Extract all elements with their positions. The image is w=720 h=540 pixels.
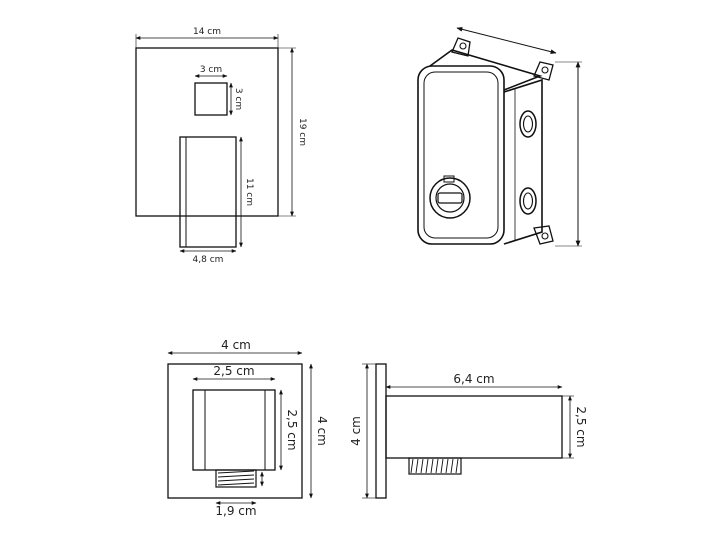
- side-thread: [408, 457, 462, 475]
- faceplate-drawing: 14 cm 19 cm 3 cm 3 cm 11 cm 4,8 cm: [135, 27, 307, 265]
- mount-ear-top-right: [533, 61, 554, 81]
- outlet-plate: [167, 363, 303, 499]
- valve-side-face: [503, 78, 543, 245]
- outlet-side-drawing: 4 cm 6,4 cm 2,5 cm: [349, 363, 588, 499]
- valve-front-face: [417, 65, 505, 245]
- label-side-depth: 2,5 cm: [574, 406, 588, 447]
- port-upper: [519, 110, 537, 138]
- label-thread-width: 1,9 cm: [215, 504, 256, 518]
- label-side-plate-height: 4 cm: [349, 416, 363, 446]
- side-body: [385, 395, 563, 459]
- faceplate-outline: [135, 47, 279, 217]
- valve-front-inner: [423, 71, 499, 239]
- mount-ear-top-left: [451, 37, 471, 57]
- faceplate-spout: [179, 136, 237, 248]
- port-lower: [519, 187, 537, 215]
- faceplate-knob: [194, 82, 228, 116]
- valve-cartridge: [429, 177, 471, 219]
- label-faceplate-width: 14 cm: [193, 27, 221, 37]
- outlet-front-drawing: 4 cm 2,5 cm 2,5 cm 4 cm 1,9 cm: [167, 338, 329, 518]
- label-outlet-body-width: 2,5 cm: [213, 364, 254, 378]
- side-plate: [375, 363, 387, 499]
- label-outlet-body-height: 2,5 cm: [285, 409, 299, 450]
- cartridge-stem: [437, 192, 463, 204]
- label-spout-width: 4,8 cm: [193, 255, 224, 265]
- label-knob-height: 3 cm: [233, 88, 243, 110]
- label-faceplate-height: 19 cm: [297, 118, 307, 146]
- label-spout-height: 11 cm: [244, 178, 254, 206]
- outlet-thread: [215, 469, 257, 488]
- valve-top-face: [429, 49, 543, 91]
- label-side-length: 6,4 cm: [453, 372, 494, 386]
- valve-body-drawing: [417, 26, 582, 247]
- label-outlet-plate-width: 4 cm: [221, 338, 251, 352]
- dim-valve-top: [456, 26, 557, 55]
- label-outlet-plate-height: 4 cm: [315, 416, 329, 446]
- mount-ear-bottom-right: [533, 225, 554, 245]
- label-knob-width: 3 cm: [200, 65, 222, 75]
